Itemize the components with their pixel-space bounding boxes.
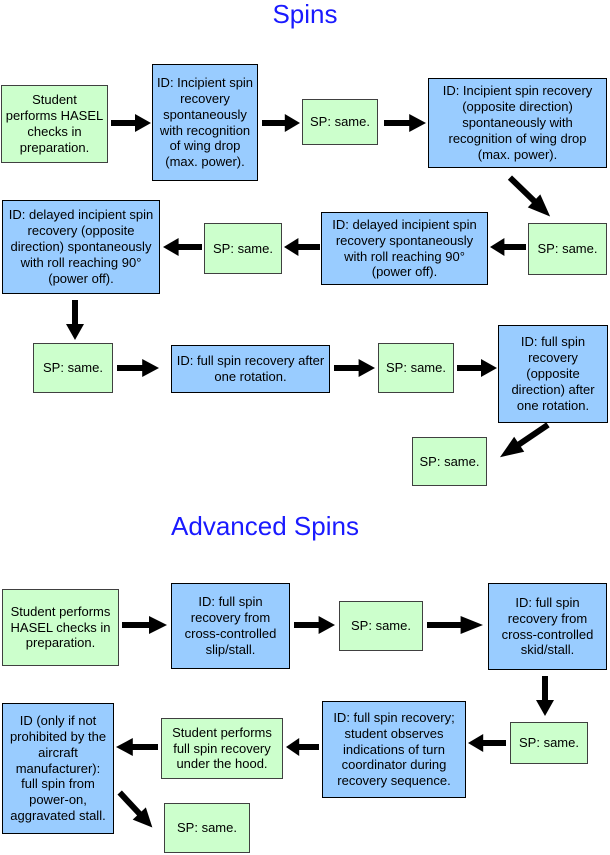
spins-section-title: Spins: [272, 0, 338, 29]
arrow-right-icon: [122, 616, 167, 634]
spins-box-sp-same-6: SP: same.: [412, 437, 487, 486]
advanced-box-sp-same-1: SP: same.: [339, 601, 423, 651]
advanced-box-power-on-spin: ID (only if not prohibited by the aircra…: [2, 703, 114, 834]
advanced-box-hasel-checks: Student performs HASEL checks in prepara…: [2, 589, 119, 666]
arrow-right-icon: [262, 114, 300, 132]
arrow-left-icon: [116, 738, 158, 756]
arrow-left-icon: [468, 734, 506, 752]
advanced-box-slip-stall: ID: full spin recovery from cross-contro…: [171, 583, 290, 669]
arrow-left-icon: [284, 238, 320, 256]
arrow-down-left-icon: [499, 422, 550, 458]
spins-box-sp-same-3: SP: same.: [204, 223, 282, 274]
spins-box-incipient-recovery: ID: Incipient spin recovery spontaneousl…: [152, 64, 258, 181]
spins-box-sp-same-2: SP: same.: [528, 223, 607, 275]
arrow-down-icon: [536, 676, 554, 716]
spins-box-incipient-opposite: ID: Incipient spin recovery (opposite di…: [428, 78, 607, 168]
advanced-box-sp-same-3: SP: same.: [164, 803, 250, 853]
arrow-right-icon: [294, 616, 335, 634]
arrow-left-icon: [490, 238, 526, 256]
spins-box-delayed-opposite: ID: delayed incipient spin recovery (opp…: [2, 200, 160, 294]
advanced-box-sp-same-2: SP: same.: [510, 722, 588, 764]
advanced-box-under-hood: Student performs full spin recovery unde…: [161, 718, 283, 779]
arrow-right-icon: [427, 616, 483, 634]
arrow-right-icon: [117, 359, 159, 377]
spins-box-sp-same-1: SP: same.: [302, 99, 378, 145]
arrow-down-right-icon: [117, 790, 153, 828]
spins-box-full-one-rotation: ID: full spin recovery after one rotatio…: [171, 345, 330, 393]
advanced-box-turn-coordinator: ID: full spin recovery; student observes…: [322, 701, 466, 798]
spins-box-hasel-checks: Student performs HASEL checks in prepara…: [1, 85, 108, 163]
arrow-right-icon: [457, 359, 497, 377]
spins-box-sp-same-4: SP: same.: [33, 343, 113, 393]
spins-box-sp-same-5: SP: same.: [378, 343, 454, 393]
arrow-right-icon: [111, 114, 151, 132]
spins-box-full-opposite: ID: full spin recovery (opposite directi…: [498, 325, 608, 423]
arrow-down-right-icon: [507, 175, 551, 217]
advanced-spins-section-title: Advanced Spins: [171, 511, 359, 541]
arrow-down-icon: [66, 300, 84, 340]
arrow-left-icon: [286, 738, 319, 756]
spins-box-delayed-recovery: ID: delayed incipient spin recovery spon…: [321, 212, 488, 285]
advanced-box-skid-stall: ID: full spin recovery from cross-contro…: [488, 583, 607, 670]
arrow-left-icon: [163, 238, 202, 256]
arrow-right-icon: [384, 114, 426, 132]
arrow-right-icon: [334, 359, 375, 377]
